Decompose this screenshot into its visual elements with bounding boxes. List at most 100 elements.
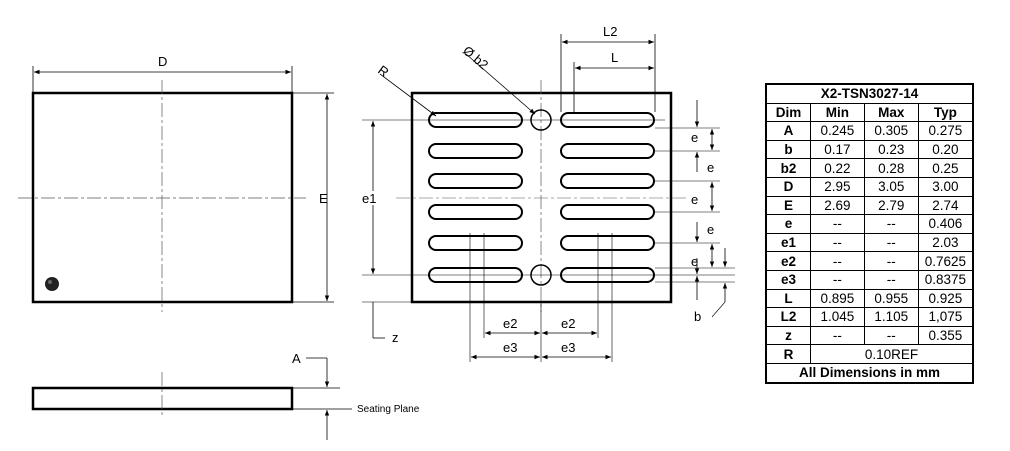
dim-e-label-b: e (707, 160, 714, 175)
dim-e-label-a: e (691, 130, 698, 145)
dim-z-label: z (392, 330, 399, 345)
cell-typ: 0.7625 (917, 251, 974, 271)
cell-dim: D (765, 176, 811, 197)
cell-min: 0.17 (809, 139, 865, 160)
header-dim: Dim (765, 102, 811, 123)
dim-e-label-c: e (691, 192, 698, 207)
cell-typ: 0.925 (917, 288, 974, 309)
row-R-value: 0.10REF (809, 344, 974, 364)
dim-e3-label-right: e3 (561, 340, 575, 355)
cell-typ: 0.275 (917, 121, 974, 141)
cell-max: 0.305 (863, 121, 919, 141)
cell-max: 1.105 (863, 307, 919, 327)
dim-L-label: L (611, 50, 618, 65)
cell-min: -- (809, 269, 865, 290)
pad-left-3 (428, 173, 523, 189)
cell-typ: 1,075 (917, 307, 974, 327)
header-typ: Typ (917, 102, 974, 123)
table-row: e2----0.7625 (765, 251, 974, 271)
dim-e2-label-right: e2 (561, 316, 575, 331)
table-title: X2-TSN3027-14 (765, 83, 974, 104)
cell-max: 3.05 (863, 176, 919, 197)
table-row-R: R 0.10REF (765, 344, 974, 364)
table-footer: All Dimensions in mm (765, 362, 974, 384)
cell-min: 2.69 (809, 195, 865, 216)
cell-max: -- (863, 232, 919, 253)
cell-dim: E (765, 195, 811, 216)
bottom-view-body (410, 91, 673, 304)
cell-dim: e (765, 214, 811, 234)
dim-e2-label-left: e2 (503, 316, 517, 331)
R-label: R (375, 62, 391, 80)
cell-dim: A (765, 121, 811, 141)
cell-typ: 2.74 (917, 195, 974, 216)
top-view: D E (18, 54, 334, 312)
dim-e-label-e: e (691, 254, 698, 269)
pad-left-5 (428, 235, 523, 251)
cell-dim: e3 (765, 269, 811, 290)
R-leader (379, 73, 437, 117)
cell-dim: L (765, 288, 811, 309)
cell-max: 0.955 (863, 288, 919, 309)
dim-D-label: D (158, 54, 167, 69)
dim-e1-label: e1 (362, 191, 376, 206)
dim-E-label: E (319, 191, 328, 206)
cell-max: 2.79 (863, 195, 919, 216)
cell-dim: z (765, 325, 811, 346)
cell-typ: 0.25 (917, 158, 974, 178)
cell-min: 0.895 (809, 288, 865, 309)
cell-dim: e2 (765, 251, 811, 271)
pin1-marker-highlight (48, 280, 52, 284)
cell-dim: L2 (765, 307, 811, 327)
pad-right-5 (560, 235, 655, 251)
cell-min: 0.22 (809, 158, 865, 178)
cell-max: -- (863, 251, 919, 271)
cell-typ: 0.20 (917, 139, 974, 160)
cell-max: -- (863, 269, 919, 290)
dim-b-label: b (694, 309, 701, 324)
b2-leader (465, 53, 536, 115)
side-view-body (31, 386, 294, 411)
cell-dim: b2 (765, 158, 811, 178)
dim-A-label: A (292, 351, 301, 366)
cell-max: 0.23 (863, 139, 919, 160)
table-row: e3----0.8375 (765, 269, 974, 290)
bottom-view: R Ø b2 e1 z L2 L e e e (360, 24, 735, 362)
seating-plane-label: Seating Plane (357, 404, 420, 415)
cell-min: -- (809, 214, 865, 234)
pad-left-2 (428, 143, 523, 159)
cell-max: -- (863, 325, 919, 346)
side-view: A Seating Plane (31, 351, 420, 440)
cell-typ: 0.355 (917, 325, 974, 346)
cell-min: -- (809, 325, 865, 346)
top-view-body (31, 91, 294, 304)
dim-b-leader (711, 301, 726, 318)
cell-typ: 0.406 (917, 214, 974, 234)
table-row: z----0.355 (765, 325, 974, 346)
cell-dim: b (765, 139, 811, 160)
pad-right-3 (560, 173, 655, 189)
dim-e1-label-bg (360, 191, 384, 205)
cell-min: -- (809, 232, 865, 253)
cell-min: 1.045 (809, 307, 865, 327)
cell-min: 0.245 (809, 121, 865, 141)
cell-max: -- (863, 214, 919, 234)
table-row: e----0.406 (765, 214, 974, 234)
table-row: e1----2.03 (765, 232, 974, 253)
header-min: Min (809, 102, 865, 123)
cell-typ: 3.00 (917, 176, 974, 197)
phi-b2-label: Ø b2 (460, 43, 491, 73)
cell-typ: 0.8375 (917, 269, 974, 290)
row-R-dim: R (765, 344, 811, 364)
pad-right-2 (560, 143, 655, 159)
pad-left-4 (428, 204, 523, 220)
